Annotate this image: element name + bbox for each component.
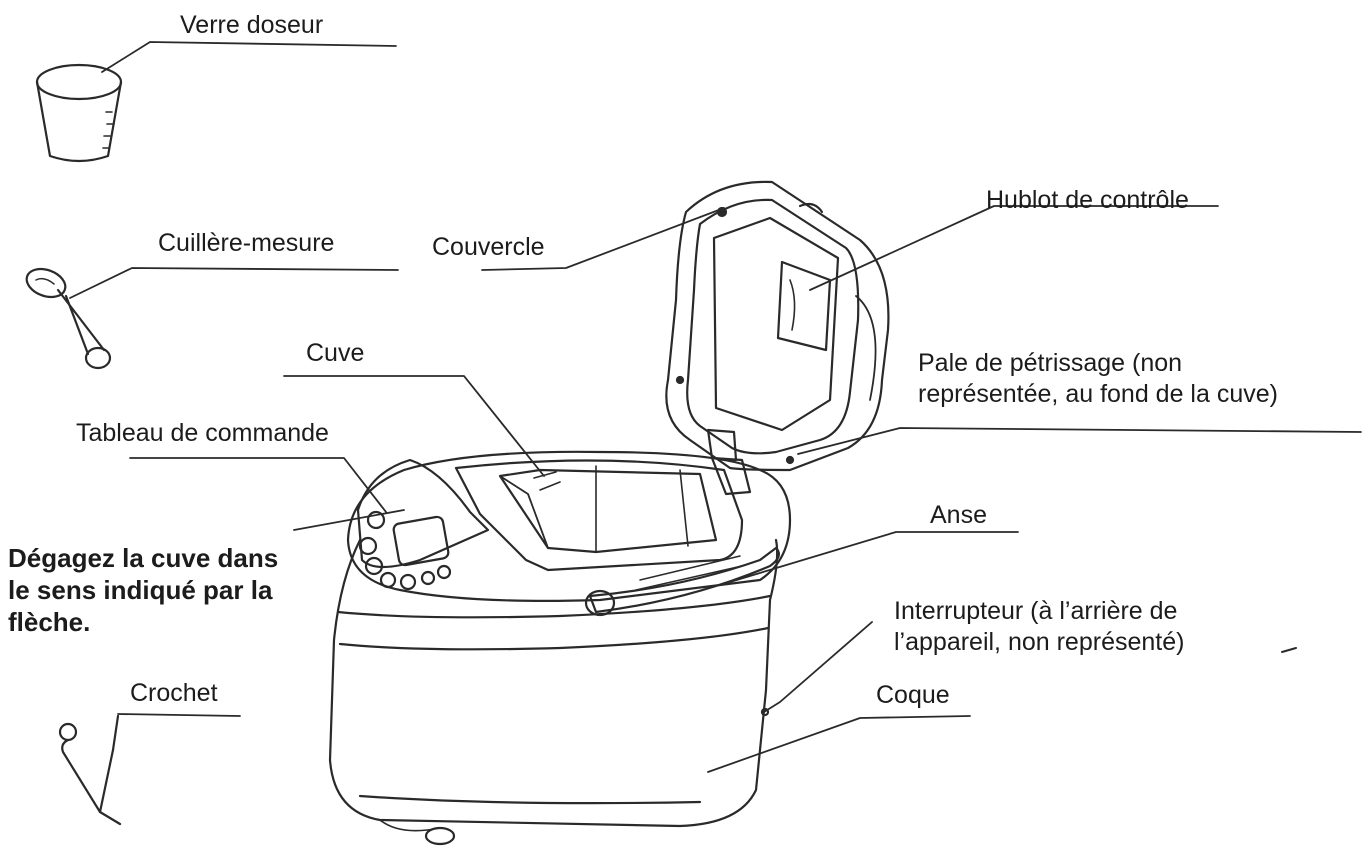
leader-anse (729, 531, 1019, 583)
label-coque: Coque (876, 681, 950, 709)
label-pale: Pale de pétrissage (non représentée, au … (918, 348, 1278, 409)
label-hublot: Hublot de contrôle (986, 186, 1189, 214)
leader-coque (707, 715, 971, 773)
label-pale-line2: représentée, au fond de la cuve) (918, 379, 1278, 408)
label-crochet: Crochet (130, 679, 218, 707)
leader-lines (69, 41, 1362, 773)
label-tableau: Tableau de commande (76, 419, 329, 447)
leader-pale (797, 427, 1362, 455)
leader-verre-doseur (101, 41, 397, 73)
lid-drawing (665, 180, 890, 472)
label-cuve: Cuve (306, 339, 365, 367)
label-degagez-line2: le sens indiqué par la (8, 575, 273, 606)
label-interrupteur-line2: l’appareil, non représenté) (894, 627, 1185, 656)
leader-tableau (129, 457, 387, 513)
measuring-spoon-drawing (25, 267, 112, 370)
measuring-cup-drawing (35, 63, 123, 163)
label-degagez-line1: Dégagez la cuve dans (8, 543, 279, 573)
label-degagez-line3: flèche. (8, 607, 91, 638)
leader-tableau-2 (293, 509, 405, 531)
leader-hublot (809, 205, 1219, 291)
label-couvercle: Couvercle (432, 233, 545, 261)
label-anse: Anse (930, 501, 987, 529)
leader-interrupteur (763, 621, 873, 713)
leader-crochet (117, 713, 241, 717)
hook-drawing (58, 714, 122, 826)
label-verre-doseur: Verre doseur (180, 11, 324, 39)
label-degagez: Dégagez la cuve dans le sens indiqué par… (8, 542, 278, 639)
label-interrupteur-line1: Interrupteur (à l’arrière de (894, 597, 1178, 625)
label-interrupteur: Interrupteur (à l’arrière de l’appareil,… (894, 596, 1184, 657)
label-cuillere-mesure: Cuillère-mesure (158, 229, 335, 257)
label-pale-line1: Pale de pétrissage (non (918, 349, 1183, 377)
leader-cuve (283, 375, 545, 477)
leader-cuillere-mesure (69, 267, 399, 299)
leader-couvercle (481, 207, 725, 271)
machine-body-drawing (328, 450, 792, 846)
